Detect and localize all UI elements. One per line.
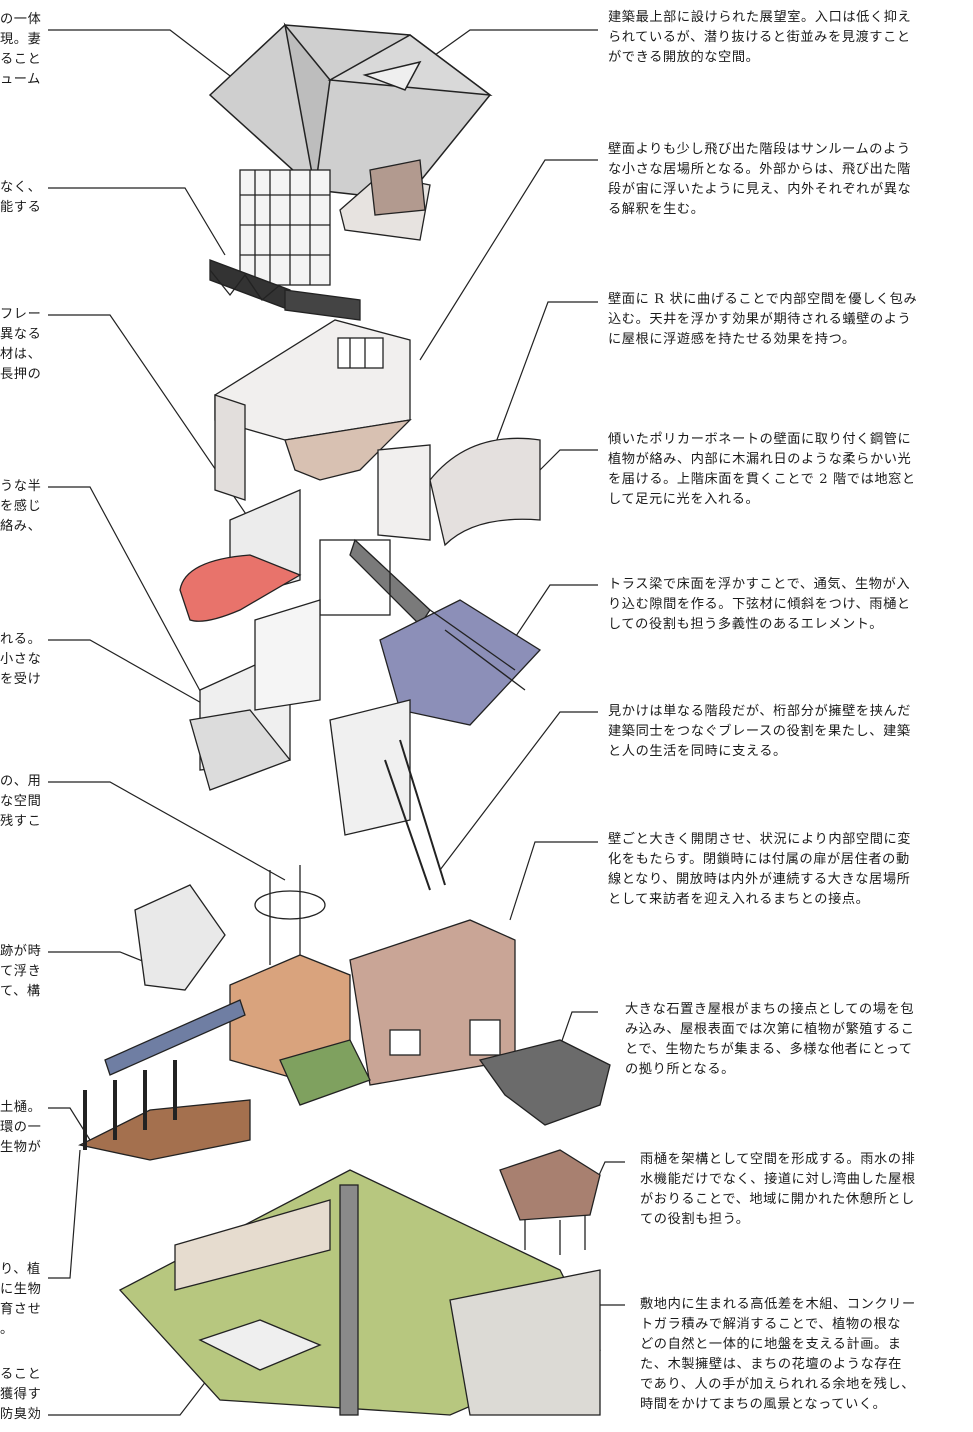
annotation-rain-gutter-frame: 雨樋を架構として空間を形成する。雨水の排 水機能だけでなく、接道に対し湾曲した屋… [640,1152,916,1227]
truss-floor [379,599,542,726]
annotation-stone-roof: 大きな石置き屋根がまちの接点としての場を包 み込み、屋根表面では次第に植物が繁殖… [625,1002,915,1077]
annotation-left-1: の一体 現。妻 ること ューム [0,12,42,87]
annotation-retaining-wall: 敷地内に生まれる高低差を木組、コンクリー トガラ積みで解消することで、植物の根な… [640,1297,916,1412]
annotation-left-2: なく、 能する [0,180,42,215]
annotation-left-5: れる。 小さな を受け [0,632,42,687]
annotation-left-4: うな半 を感じ 絡み、 [0,479,42,534]
folded-panel-and-cylinder [134,865,326,991]
annotation-left-10: ること 獲得す 防臭効 [0,1367,42,1422]
annotation-truss-beam: トラス梁で床面を浮かすことで、通気、生物が入 り込む隙間を作る。下弦材に傾斜をつ… [608,577,911,632]
annotation-left-3: フレー 異なる 材は、 長押の [0,307,42,382]
annotation-polycarbonate-wall: 傾いたポリカーボネートの壁面に取り付く鋼管に 植物が絡み、内部に木漏れ日のような… [608,432,916,507]
interior-room [214,319,412,501]
annotation-stair-brace: 見かけは単なる階段だが、桁部分が擁壁を挟んだ 建築同士をつなぐブレースの役割を果… [608,704,912,759]
stair-lattice-module [209,159,431,321]
red-floor-frame [179,489,391,622]
annotation-left-7: 跡が時 て浮き て、構 [0,944,42,999]
rain-pavilion [499,1149,601,1255]
annotation-projecting-stair: 壁面よりも少し飛び出た階段はサンルームのよう な小さな居場所となる。外部からは、… [608,142,912,217]
gutter-structure [78,1060,251,1161]
observation-roof [208,22,493,201]
curved-wall-module [349,437,541,627]
annotation-curved-wall: 壁面に R 状に曲げることで内部空間を優しく包み 込む。天井を浮かす効果が期待さ… [608,292,918,347]
annotation-left-8: 土樋。 環の一 生物が [0,1100,42,1155]
annotation-operable-wall: 壁ごと大きく開閉させ、状況により内部空間に変 化をもたらす。閉鎖時には付属の扉が… [608,832,912,907]
stone-roof [478,1039,611,1126]
annotation-left-6: の、用 な空間 残すこ [0,774,42,829]
house-volumes [104,919,516,1106]
small-room-with-stair [189,599,446,891]
site-ground [118,1169,601,1416]
annotation-observation-room: 建築最上部に設けられた展望室。入口は低く抑え られているが、潜り抜けると街並みを… [608,10,912,65]
annotation-left-9: り、植 に生物 育させ 。 [0,1262,42,1337]
